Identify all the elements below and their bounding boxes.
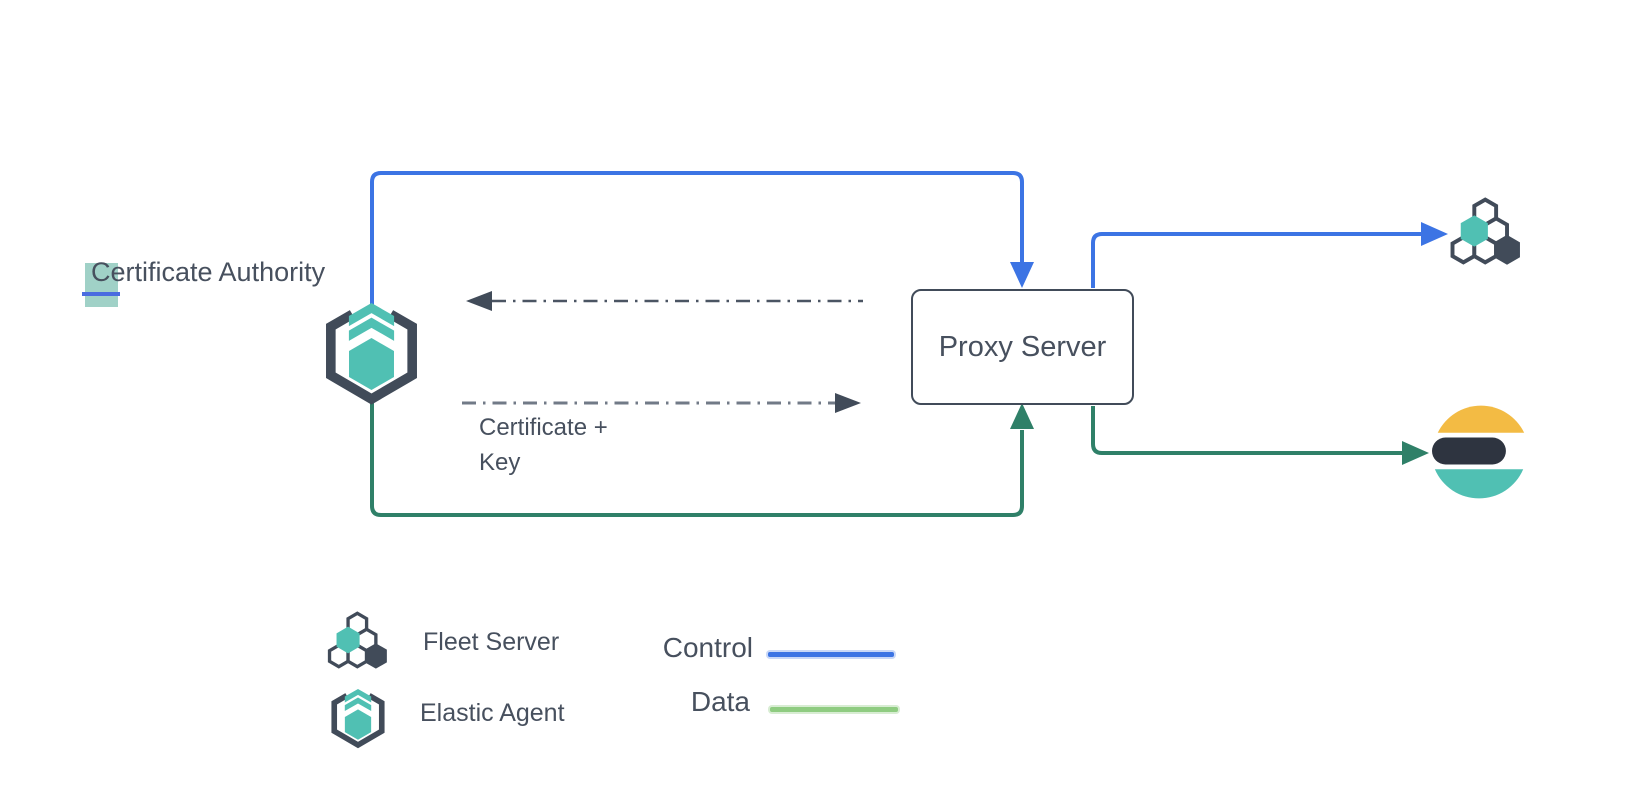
fleet-server-icon[interactable] bbox=[324, 608, 392, 672]
elasticsearch-icon[interactable] bbox=[1432, 402, 1528, 500]
certificate-key-connector[interactable] bbox=[462, 393, 861, 413]
data-connector-agent-to-proxy[interactable] bbox=[370, 398, 1034, 517]
elastic-yellow-segment bbox=[1437, 405, 1525, 433]
legend-label-fleet-server[interactable]: Fleet Server bbox=[423, 628, 560, 656]
data-line-swatch[interactable] bbox=[770, 707, 898, 712]
fleet-server-icon[interactable] bbox=[1446, 185, 1526, 277]
arrowhead-right-icon bbox=[835, 393, 861, 413]
elastic-agent-icon[interactable] bbox=[315, 296, 428, 406]
hexagon-dark bbox=[1494, 234, 1520, 265]
legend-label-data[interactable]: Data bbox=[690, 686, 750, 717]
arrowhead-right-icon bbox=[1421, 222, 1448, 246]
hex-bracket-shape bbox=[326, 310, 417, 405]
hexagon-shape bbox=[349, 338, 394, 390]
legend-label-control[interactable]: Control bbox=[662, 632, 753, 663]
elastic-teal-segment bbox=[1434, 469, 1524, 499]
arrowhead-up-icon bbox=[1010, 403, 1034, 429]
certificate-request-connector[interactable] bbox=[466, 291, 863, 311]
certificate-key-label[interactable]: Certificate + Key bbox=[479, 410, 608, 480]
data-line bbox=[1091, 406, 1404, 455]
hexagon-teal bbox=[1460, 215, 1488, 247]
hex-bracket-shape bbox=[331, 693, 385, 749]
data-line bbox=[370, 398, 1024, 517]
text-selection-highlight bbox=[85, 263, 118, 307]
control-line bbox=[370, 171, 1024, 305]
chevron-shape bbox=[344, 697, 372, 712]
control-line bbox=[1091, 232, 1423, 288]
hexagon-teal bbox=[336, 626, 360, 654]
chevron-shape bbox=[348, 317, 395, 341]
proxy-server-node[interactable]: Proxy Server bbox=[911, 289, 1134, 405]
data-connector-proxy-to-elasticsearch[interactable] bbox=[1091, 406, 1429, 465]
hexagon-dark bbox=[364, 643, 387, 669]
legend-label-elastic-agent[interactable]: Elastic Agent bbox=[420, 699, 565, 727]
collaborator-cursor bbox=[82, 292, 120, 296]
arrowhead-right-icon bbox=[1402, 441, 1429, 465]
control-connector-proxy-to-fleet[interactable] bbox=[1091, 222, 1448, 288]
certificate-authority-label[interactable]: Certificate Authority bbox=[91, 254, 325, 290]
arrowhead-down-icon bbox=[1010, 262, 1034, 288]
selected-letter: C bbox=[91, 257, 111, 287]
elastic-dark-bar bbox=[1432, 437, 1506, 465]
chevron-shape bbox=[344, 688, 372, 703]
certificate-key-line2: Key bbox=[479, 449, 521, 476]
arrowhead-left-icon bbox=[466, 291, 492, 311]
control-connector-agent-to-proxy[interactable] bbox=[370, 171, 1034, 305]
certificate-key-line1: Certificate + bbox=[479, 414, 608, 441]
elastic-agent-icon[interactable] bbox=[325, 684, 391, 750]
chevron-shape bbox=[348, 302, 395, 327]
control-line-swatch[interactable] bbox=[768, 652, 894, 657]
proxy-server-label: Proxy Server bbox=[938, 330, 1107, 363]
hexagon-shape bbox=[344, 709, 372, 740]
label-rest: ertificate Authority bbox=[110, 257, 326, 287]
